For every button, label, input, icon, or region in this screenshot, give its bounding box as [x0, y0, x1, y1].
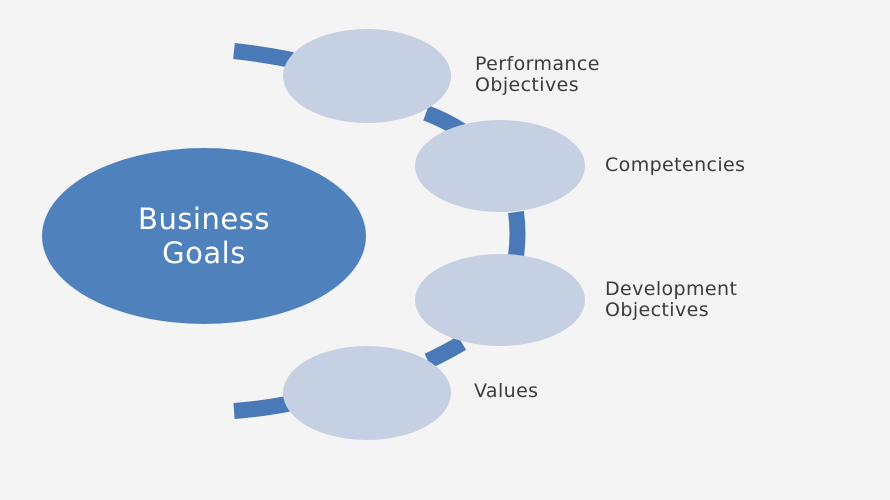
center-label: Business Goals	[138, 202, 270, 270]
center-circle	[42, 148, 366, 324]
node-circle-competencies	[415, 120, 585, 212]
arc-connector-3-4	[424, 336, 467, 369]
label-competencies: Competencies	[605, 154, 746, 176]
arc-connector-top	[233, 43, 294, 68]
arc-connector-bottom	[233, 395, 294, 419]
node-circle-values	[283, 346, 451, 440]
node-circle-development-objectives	[415, 254, 585, 346]
node-circle-performance-objectives	[283, 29, 451, 123]
label-development-objectives: Development Objectives	[605, 278, 738, 321]
label-performance-objectives: Performance Objectives	[475, 53, 600, 96]
arc-connector-2-3	[508, 210, 526, 258]
label-values: Values	[474, 380, 539, 402]
